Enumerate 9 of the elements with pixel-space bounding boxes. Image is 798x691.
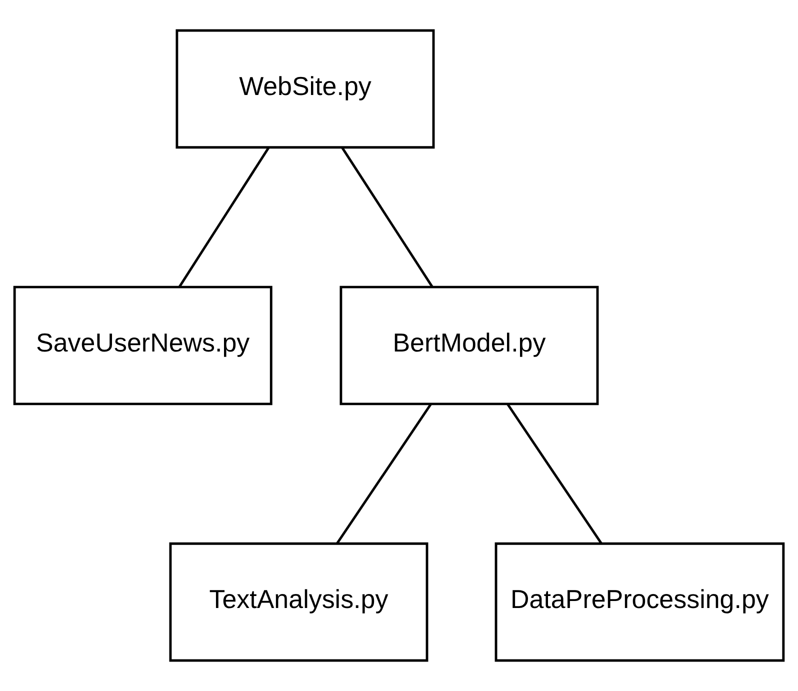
node-box: WebSite.py xyxy=(176,29,435,149)
node-box: DataPreProcessing.py xyxy=(494,542,785,662)
connector xyxy=(341,146,434,288)
connector xyxy=(336,403,432,544)
node-box: BertModel.py xyxy=(340,286,599,406)
node-box: TextAnalysis.py xyxy=(169,542,428,662)
node-box: SaveUserNews.py xyxy=(13,286,272,406)
connector xyxy=(178,146,270,288)
connector xyxy=(506,403,602,544)
